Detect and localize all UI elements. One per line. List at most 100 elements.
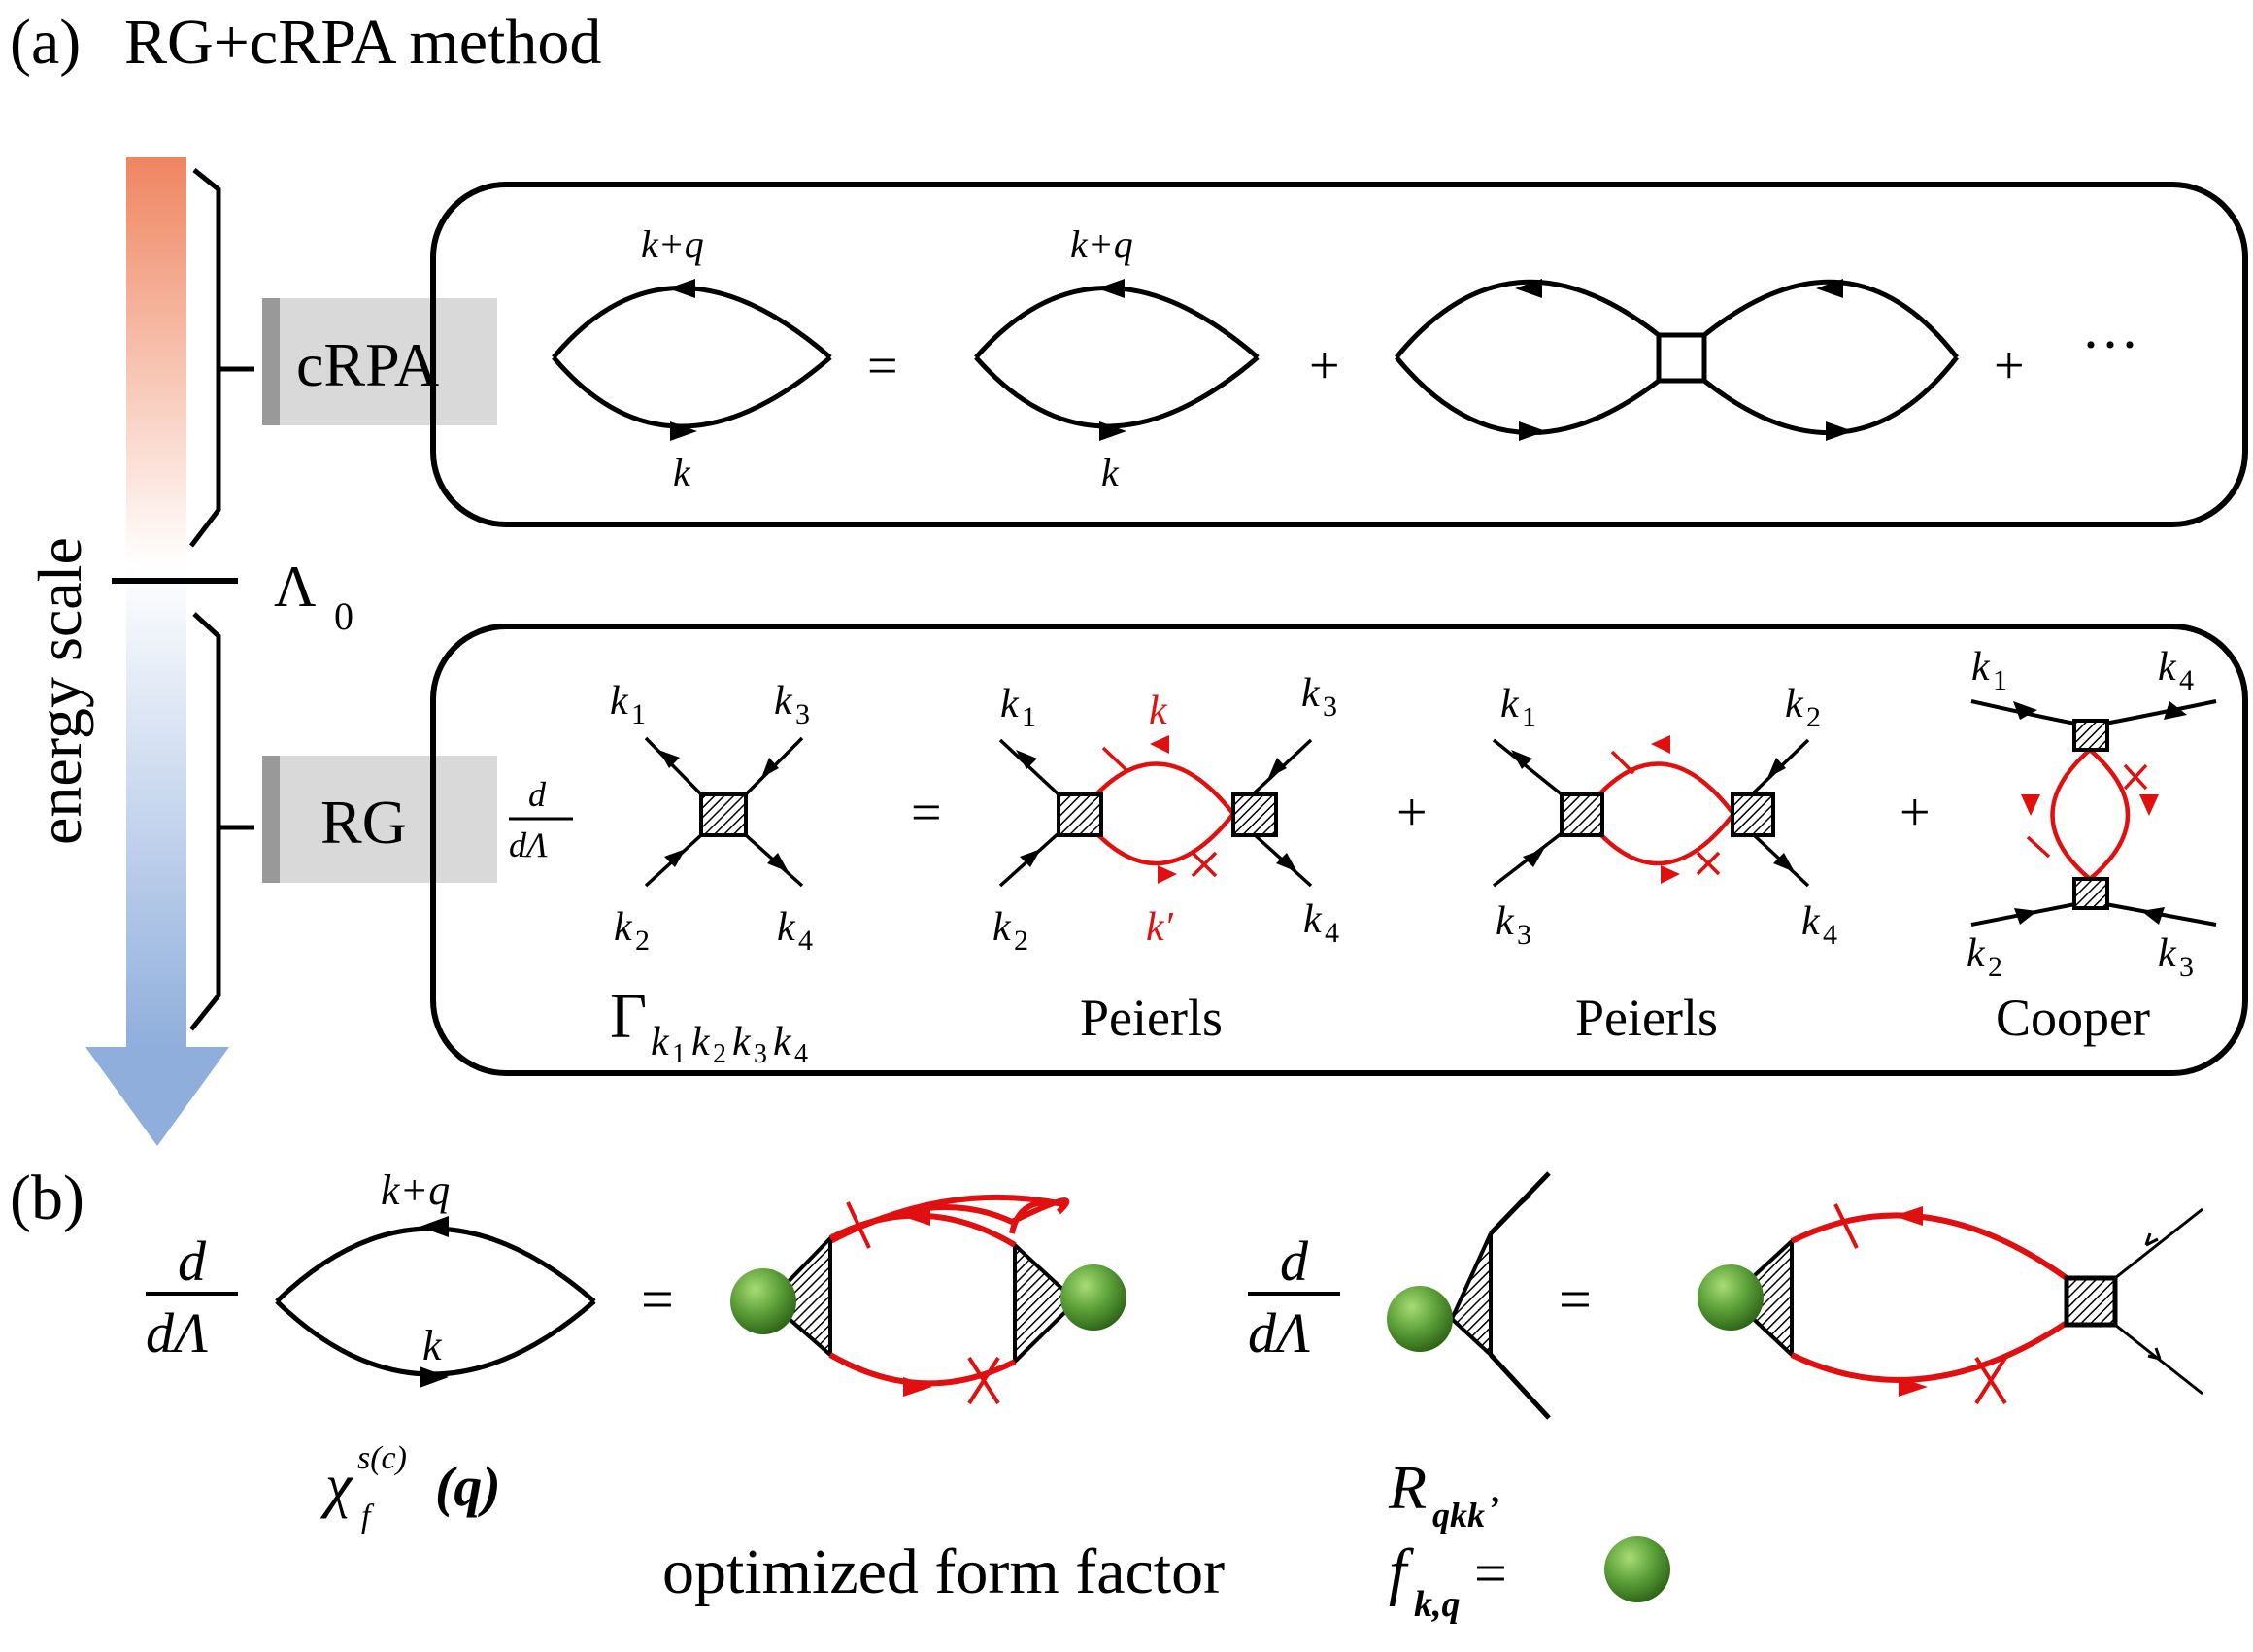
cooper-k4-sub: 4 (2179, 664, 2194, 696)
p2-k3: k (1496, 899, 1515, 944)
p2-k3-sub: 3 (1517, 919, 1531, 951)
rg-d: d (528, 775, 547, 814)
lambda-symbol: Λ (274, 555, 317, 619)
crpa-plus-2: + (1994, 336, 2025, 396)
gamma-vertex (644, 736, 804, 888)
cooper-diagram (1970, 699, 2217, 927)
rg-frame (430, 624, 2248, 1076)
gamma-k2-sub: 2 (635, 925, 650, 957)
channel-label-peierls-1: Peierls (1080, 989, 1223, 1047)
legend-f-sub: k,q (1414, 1584, 1461, 1625)
b-dlambda-1: dΛ (146, 1301, 208, 1365)
rg-plus-2: + (1900, 783, 1931, 843)
gamma-k4-sub: 4 (798, 925, 813, 957)
b-bubble-lhs (275, 1216, 596, 1388)
crpa-lhs-kq: k+q (641, 222, 704, 266)
b-d-1: d (178, 1230, 207, 1293)
rg-dlambda: dΛ (509, 826, 548, 864)
b-r-symbol: R (1388, 1453, 1427, 1522)
gamma-symbol: Γ (610, 981, 647, 1052)
energy-scale-label: energy scale (25, 537, 94, 845)
p2-k4-sub: 4 (1823, 919, 1837, 951)
p1-k2: k (992, 905, 1012, 950)
rg-label-box (262, 756, 497, 883)
crpa-equals: = (867, 336, 898, 396)
peierls-diagram-2 (1492, 735, 1810, 888)
p1-k1-sub: 1 (1022, 701, 1036, 733)
crpa-bubble-chain (1395, 279, 1959, 441)
gamma-sub-2: 2 (713, 1039, 726, 1069)
gamma-k2: k (614, 905, 633, 950)
b-chi-arg: (q) (435, 1455, 501, 1518)
crpa-plus-1: + (1309, 336, 1340, 396)
gamma-sub-k2: k (691, 1020, 711, 1064)
b-equals-1: = (641, 1267, 674, 1332)
crpa-label-box (262, 298, 497, 425)
legend-form-factor-ball (1604, 1536, 1670, 1602)
b-equals-2: = (1559, 1267, 1592, 1332)
crpa-frame (430, 182, 2248, 527)
cooper-k3-sub: 3 (2179, 951, 2194, 983)
crpa-bubble-lhs (552, 279, 832, 441)
p2-k2-sub: 2 (1806, 701, 1821, 733)
rg-label: RG (320, 788, 407, 857)
crpa-bubble-rhs1 (974, 279, 1260, 441)
gamma-k3: k (774, 679, 793, 724)
crpa-bracket (189, 168, 254, 548)
crpa-label: cRPA (296, 330, 439, 399)
gamma-sub-3: 3 (754, 1039, 767, 1069)
p1-red-k: k (1149, 689, 1168, 733)
p1-k3: k (1301, 671, 1321, 716)
b-lhs-k: k (422, 1322, 443, 1369)
gamma-sub-k4: k (773, 1020, 792, 1064)
cooper-k2-sub: 2 (1988, 951, 2002, 983)
b-d-2: d (1280, 1230, 1309, 1293)
panel-a-label: (a) (10, 7, 81, 78)
cooper-k4: k (2158, 645, 2177, 690)
legend-equals: = (1474, 1541, 1507, 1605)
b-lhs-kq: k+q (381, 1166, 450, 1214)
gamma-sub-4: 4 (794, 1039, 808, 1069)
gamma-sub-k1: k (651, 1020, 670, 1064)
lambda-subscript: 0 (334, 594, 353, 638)
p2-k4: k (1801, 899, 1821, 944)
panel-b-label: (b) (10, 1163, 84, 1233)
cooper-k2: k (1967, 931, 1986, 976)
p1-k4: k (1303, 897, 1323, 942)
gamma-k4: k (777, 905, 796, 950)
b-r-sub: qkk (1432, 1496, 1485, 1534)
panel-a-title: RG+cRPA method (124, 7, 601, 78)
p2-k1-sub: 1 (1522, 701, 1536, 733)
rg-plus-1: + (1396, 783, 1428, 843)
b-bubble-rhs (730, 1194, 1126, 1405)
p1-k1: k (1000, 682, 1020, 726)
b-r-vertex (1387, 1171, 1551, 1420)
b-chi-sub: f (361, 1499, 375, 1534)
gamma-sub-k3: k (732, 1020, 752, 1064)
p1-k3-sub: 3 (1323, 691, 1337, 723)
crpa-ellipsis: ··· (2081, 313, 2139, 377)
p2-k1: k (1500, 682, 1520, 726)
gamma-sub-1: 1 (672, 1039, 686, 1069)
p1-red-k-prime: k′ (1146, 905, 1174, 950)
b-r-rhs-diagram (1698, 1203, 2203, 1405)
b-chi-sup: s(c) (357, 1440, 407, 1476)
rg-bracket (189, 612, 254, 1031)
b-chi: χ (320, 1453, 353, 1519)
cooper-k1-sub: 1 (1993, 664, 2007, 696)
gamma-k1: k (610, 679, 629, 724)
crpa-rhs1-kq: k+q (1070, 222, 1133, 266)
channel-label-peierls-2: Peierls (1575, 989, 1718, 1047)
channel-label-cooper: Cooper (1996, 989, 2150, 1047)
gamma-k3-sub: 3 (795, 698, 810, 730)
p1-k4-sub: 4 (1325, 917, 1339, 949)
p1-k2-sub: 2 (1014, 925, 1028, 957)
b-dlambda-2: dΛ (1248, 1301, 1310, 1365)
legend-text: optimized form factor (662, 1536, 1225, 1607)
energy-scale-arrow (85, 157, 229, 1146)
crpa-rhs1-k: k (1101, 451, 1120, 494)
p2-k2: k (1785, 682, 1804, 726)
cooper-k1: k (1971, 645, 1991, 690)
legend-f: f (1389, 1536, 1414, 1607)
